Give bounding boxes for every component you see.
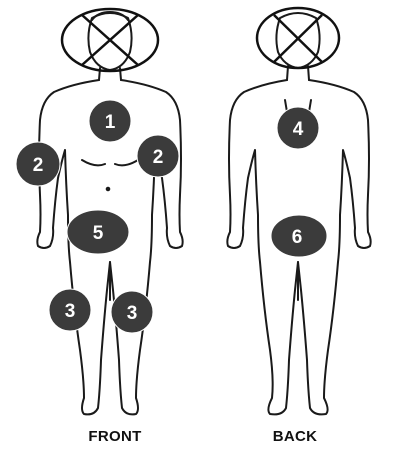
marker-number: 2 xyxy=(153,147,164,168)
marker-front-right-arm: 2 xyxy=(16,142,60,186)
marker-number: 3 xyxy=(65,301,76,322)
marker-front-chest: 1 xyxy=(89,100,131,142)
marker-back-buttocks: 6 xyxy=(271,215,327,257)
marker-front-right-leg: 3 xyxy=(49,289,91,331)
marker-back-upper: 4 xyxy=(277,107,319,149)
back-body-figure xyxy=(227,13,370,414)
marker-number: 1 xyxy=(105,112,116,133)
front-figure-label: FRONT xyxy=(60,428,170,445)
marker-number: 6 xyxy=(292,227,303,248)
marker-front-groin: 5 xyxy=(67,210,129,254)
marker-number: 3 xyxy=(127,303,138,324)
back-head-crossout xyxy=(257,8,339,68)
marker-number: 5 xyxy=(93,223,104,244)
marker-front-left-arm: 2 xyxy=(137,135,179,177)
back-figure-label: BACK xyxy=(245,428,345,445)
marker-number: 4 xyxy=(293,119,304,140)
front-head-crossout xyxy=(62,9,158,71)
marker-front-left-leg: 3 xyxy=(111,291,153,333)
marker-number: 2 xyxy=(33,155,44,176)
